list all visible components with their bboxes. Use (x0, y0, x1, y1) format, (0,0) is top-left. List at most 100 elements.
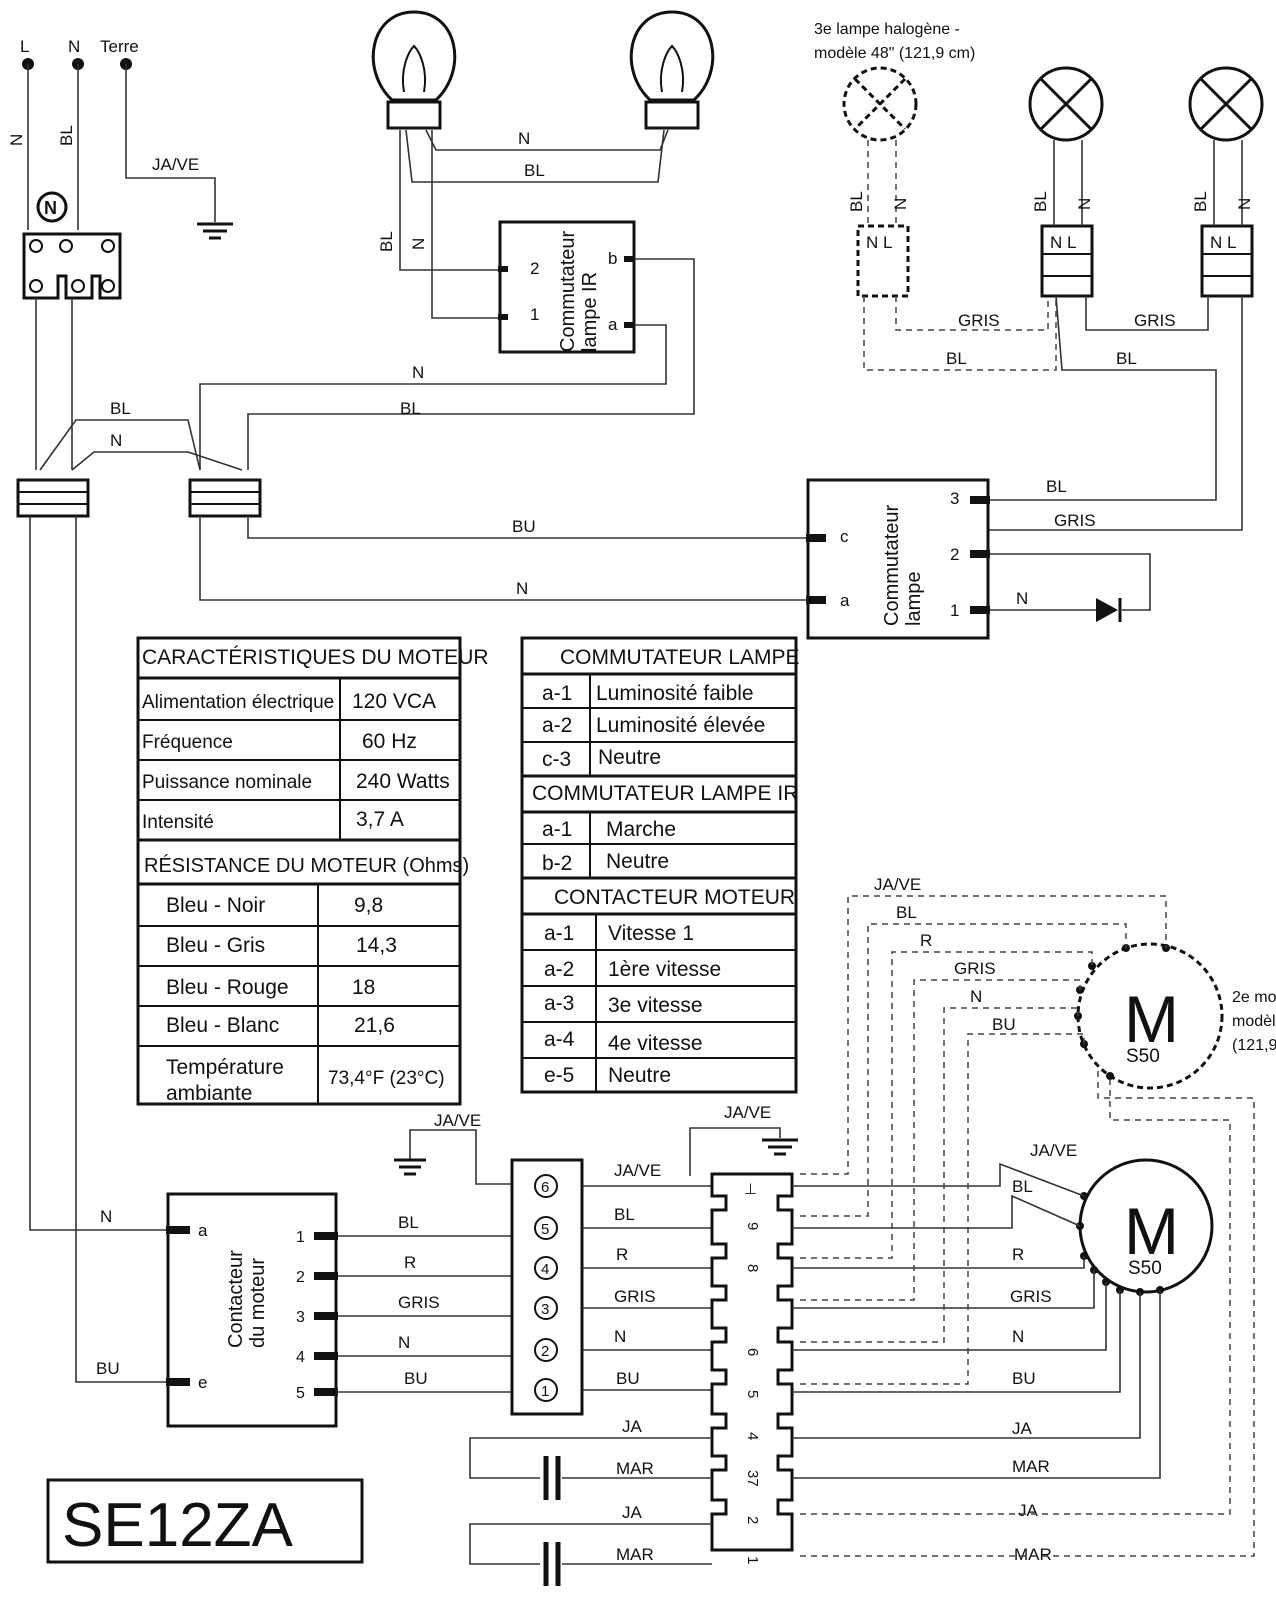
lamp-switch-c: c (840, 527, 849, 546)
diode-icon (1096, 598, 1122, 622)
terminal-strip: JA/VE 9 8 6 5 4 37 2 1 ⊥ (469, 1103, 798, 1586)
motor2-wire-jave: JA/VE (874, 875, 921, 894)
mc-code-1: a-2 (544, 958, 574, 981)
cap2-mar: MAR (616, 1545, 654, 1564)
halogen-gris-2: GRIS (1134, 311, 1176, 330)
ls-code-2: c-3 (542, 748, 571, 771)
model-label: SE12ZA (46, 1478, 364, 1564)
motor1-wire-jave: JA/VE (1030, 1141, 1077, 1160)
cap1-ja: JA (622, 1417, 643, 1436)
terminal-num-37: 37 (744, 1470, 761, 1487)
connector-pins: 6 5 4 3 2 1 (534, 1174, 558, 1402)
motor2-m: M (1124, 982, 1179, 1056)
ground-symbol-icon (197, 222, 233, 240)
terminal-num-4: 4 (744, 1432, 761, 1440)
svg-text:N: N (44, 198, 57, 218)
resistance-rows: Bleu - Noir 9,8 Bleu - Gris 14,3 Bleu - … (138, 884, 460, 1105)
right-wire-n: N (614, 1327, 626, 1346)
capacitor-1-icon (543, 1456, 561, 1500)
mid-n2-label: N (110, 431, 122, 450)
motor-spec-rows: Alimentation électrique 120 VCA Fréquenc… (138, 678, 460, 842)
lamp-bl-label: BL (524, 161, 545, 180)
halogen1-n: N (1075, 198, 1094, 210)
res-name-3: Bleu - Blanc (166, 1014, 279, 1037)
lamp-switch-title: Commutateurlampe (881, 505, 925, 626)
res-value-1: 14,3 (356, 934, 397, 957)
mc-code-2: a-3 (544, 992, 574, 1015)
ir-code-0: a-1 (542, 818, 572, 841)
halogen2-n: N (1235, 198, 1254, 210)
ls-code-1: a-2 (542, 714, 572, 737)
supply-ground-label: JA/VE (152, 155, 199, 174)
res-name-0: Bleu - Noir (166, 894, 265, 917)
motor1-wire-gris: GRIS (1010, 1287, 1052, 1306)
mc-code-3: a-4 (544, 1028, 575, 1051)
halogen2-bl: BL (1191, 191, 1210, 212)
connector-pin-3: 3 (541, 1301, 549, 1318)
halogen-lamp-2-icon (1188, 66, 1264, 298)
connector-ground-icon (394, 1158, 426, 1176)
connector-ground-label: JA/VE (434, 1111, 481, 1130)
terminal-ground-sym: ⊥ (744, 1181, 757, 1198)
ir-switch-title: Commutateurlampe IR (557, 231, 601, 352)
motor1-model: S50 (1128, 1258, 1162, 1279)
right-wire-r: R (616, 1245, 628, 1264)
motor2-wire-bu: BU (992, 1015, 1016, 1034)
mc-pin-5: 5 (296, 1385, 305, 1402)
ir-tb: b (608, 249, 617, 268)
spec-name-0: Alimentation électrique (142, 692, 334, 713)
motor2-wire-gris: GRIS (954, 959, 996, 978)
mid-bl2-label: BL (110, 399, 131, 418)
motor1-wire-ja2: JA (1018, 1501, 1039, 1520)
motor1-wire-bl: BL (1012, 1177, 1033, 1196)
halogen-lamps: 3e lampe halogène - modèle 48" (121,9 cm… (814, 21, 1264, 531)
lamp-switch-gris: GRIS (1054, 511, 1096, 530)
motor-contactor-a: a (198, 1221, 208, 1240)
terminal-num-1: 1 (744, 1556, 761, 1564)
left-wire-bl: BL (398, 1213, 419, 1232)
halogen-bl-2: BL (1116, 349, 1137, 368)
spec-name-3: Intensité (142, 812, 214, 833)
halogen1-nl: N L (1050, 233, 1076, 252)
splice-connector-right-icon (188, 478, 262, 518)
switch-function-table: COMMUTATEUR LAMPE a-1 Luminosité faible … (520, 636, 800, 1094)
lamp-left-bl-label: BL (377, 231, 396, 252)
mc-pin-3: 3 (296, 1309, 305, 1326)
spec-name-2: Puissance nominale (142, 772, 312, 793)
terminal-block-icon: N (22, 191, 122, 300)
left-wire-gris: GRIS (398, 1293, 440, 1312)
wire-bl-label: BL (57, 125, 76, 146)
mc-desc-4: Neutre (608, 1064, 671, 1087)
motor2-caption-1: 2e mo (1232, 989, 1276, 1006)
motor-contactor-n: N (100, 1207, 112, 1226)
halogen-lamp-1-icon (1028, 66, 1104, 298)
mc-pin-4: 4 (296, 1349, 305, 1366)
connector-pin-4: 4 (541, 1261, 549, 1278)
halogen-lamp-3-icon (842, 66, 918, 298)
motor2-wire-bl: BL (896, 903, 917, 922)
motor2-caption-2: modèl (1232, 1013, 1276, 1030)
right-wire-bl: BL (614, 1205, 635, 1224)
ls-desc-0: Luminosité faible (596, 682, 754, 705)
motor1-wire-bu: BU (1012, 1369, 1036, 1388)
res-name-2: Bleu - Rouge (166, 976, 289, 999)
incandescent-lamps: N BL BL N (371, 10, 715, 319)
switch-header-2: COMMUTATEUR LAMPE IR (532, 782, 798, 805)
six-pin-connector: JA/VE 6 5 4 3 2 1 JA/VE BL R (394, 1111, 712, 1416)
left-wire-bu: BU (404, 1369, 428, 1388)
cap1-mar: MAR (616, 1459, 654, 1478)
lamp-left-n-label: N (409, 238, 428, 250)
motor2-wire-n: N (970, 987, 982, 1006)
left-wire-n: N (398, 1333, 410, 1352)
motor2-model: S50 (1126, 1046, 1160, 1067)
terminal-num-8: 8 (744, 1264, 761, 1272)
motor-contactor-title: Contacteurdu moteur (225, 1250, 269, 1348)
mc-desc-2: 3e vitesse (608, 994, 703, 1017)
terminal-num-6: 6 (744, 1348, 761, 1356)
halogen3-bl: BL (847, 191, 866, 212)
motor-1: M S50 JA/VE BL R GRIS N BU JA MAR JA MAR (792, 1141, 1214, 1564)
ir-t2: 2 (530, 259, 539, 278)
res-value-4: 73,4°F (23°C) (328, 1068, 445, 1089)
res-value-2: 18 (352, 976, 375, 999)
